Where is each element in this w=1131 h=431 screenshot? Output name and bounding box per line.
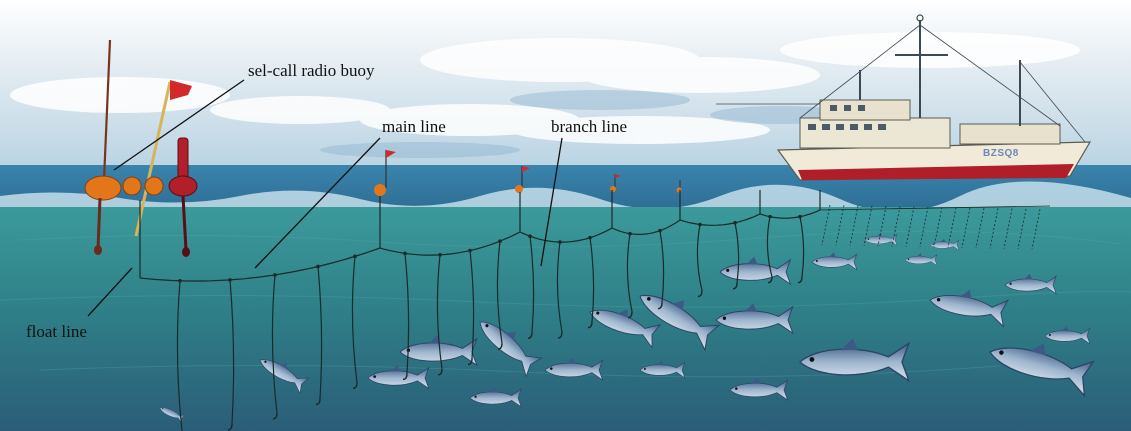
snap-clip (316, 265, 320, 269)
snap-clip (733, 221, 737, 225)
snap-clip (438, 253, 442, 257)
snap-clip (403, 252, 407, 256)
snap-clip (628, 232, 632, 236)
snap-clip (768, 215, 772, 219)
underwater (0, 207, 1131, 431)
snap-clip (353, 255, 357, 259)
snap-clip (588, 236, 592, 240)
snap-clip (798, 215, 802, 219)
branch-line-label: branch line (551, 118, 627, 135)
snap-clip (468, 249, 472, 253)
snap-clip (228, 278, 232, 282)
ship-hull-marking: BZSQ8 (983, 148, 1019, 159)
snap-clip (658, 229, 662, 233)
snap-clip (498, 239, 502, 243)
snap-clip (528, 234, 532, 238)
snap-clip (273, 273, 277, 277)
snap-clip (178, 279, 182, 283)
float-line-label: float line (26, 323, 87, 340)
sel-call-radio-buoy-label: sel-call radio buoy (248, 62, 375, 79)
snap-clip (698, 223, 702, 227)
main-line-label: main line (382, 118, 446, 135)
snap-clip (558, 240, 562, 244)
